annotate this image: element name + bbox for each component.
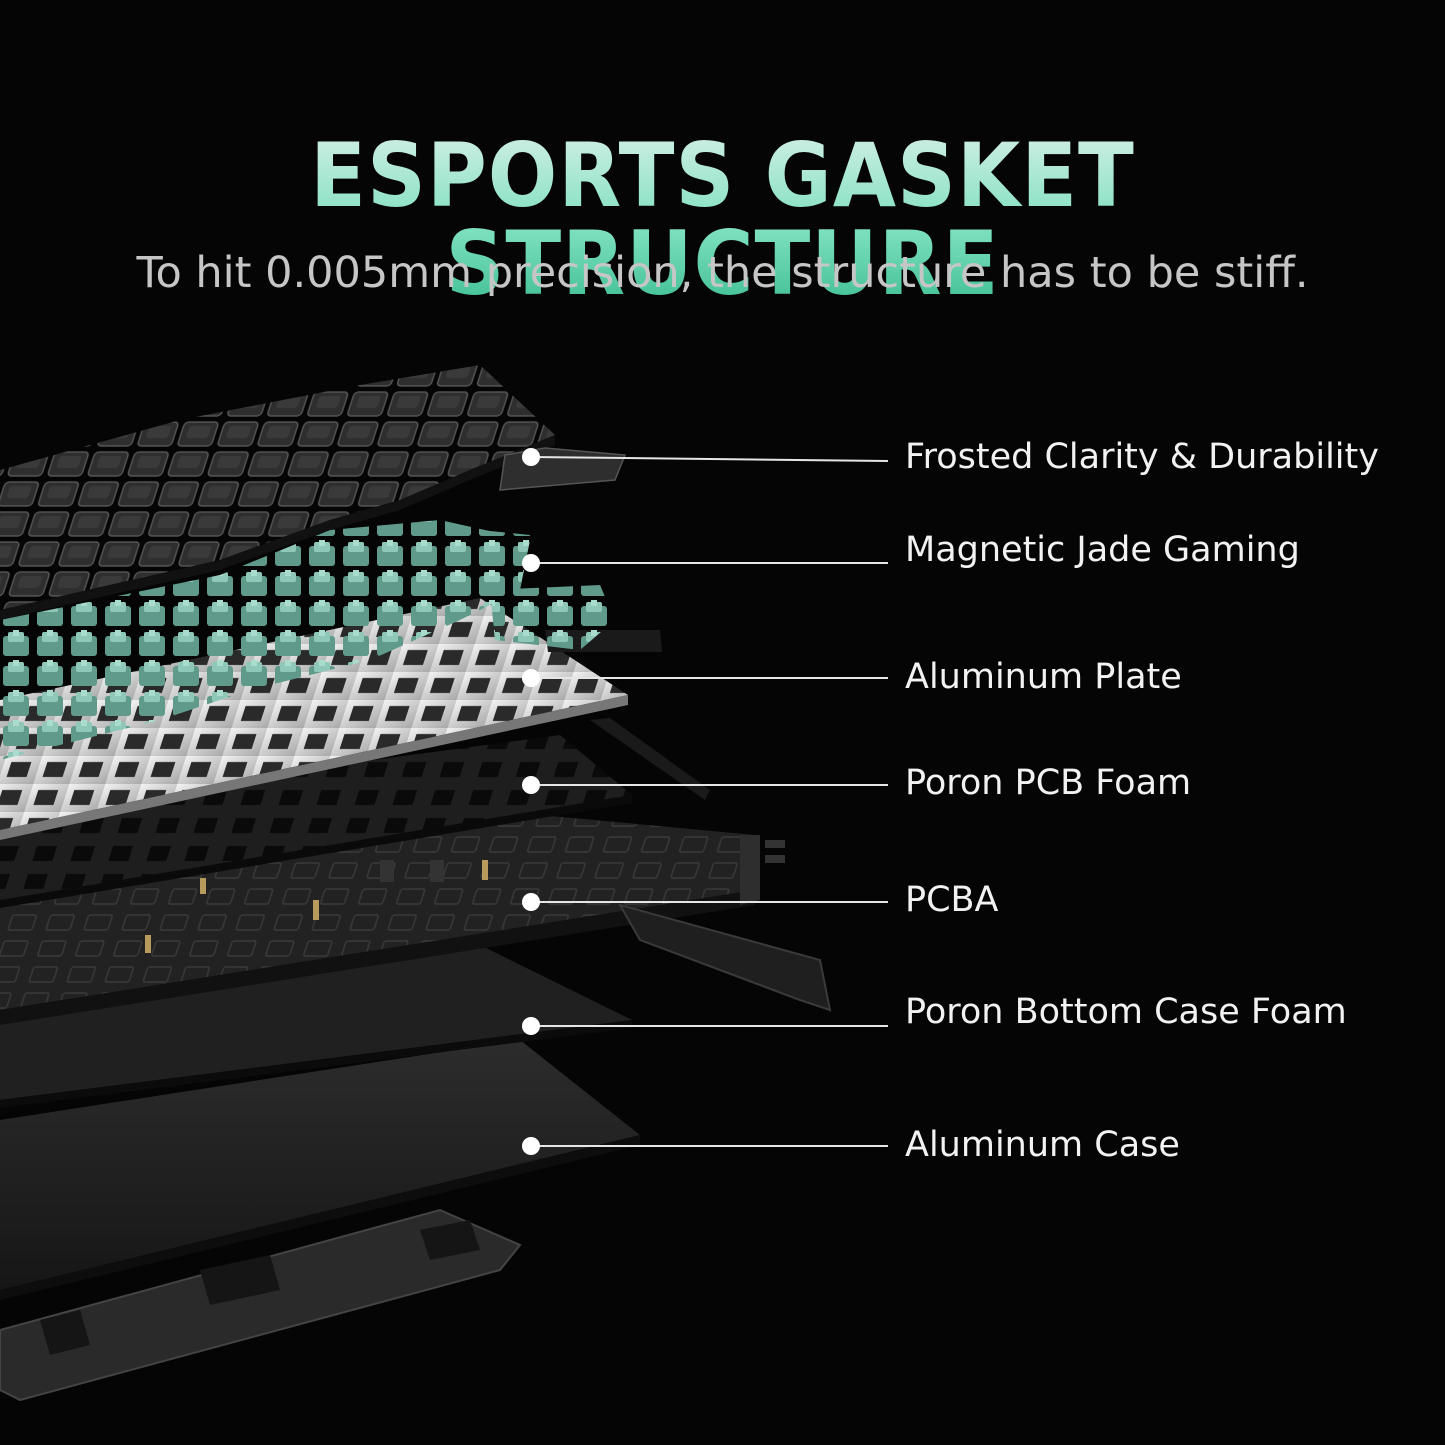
- callout-dot: [522, 554, 540, 572]
- callout-pointers: [522, 448, 889, 1155]
- layer-label-plate: Aluminum Plate: [905, 657, 1182, 697]
- callout-dot: [522, 893, 540, 911]
- callout-dot: [522, 669, 540, 687]
- layer-label-case: Aluminum Case: [905, 1125, 1180, 1165]
- page-title: ESPORTS GASKET STRUCTURE: [51, 132, 1395, 308]
- layer-label-switches: Magnetic Jade Gaming: [905, 530, 1300, 570]
- page-subtitle: To hit 0.005mm precision, the structure …: [136, 248, 1309, 298]
- layer-label-pcb-foam: Poron PCB Foam: [905, 763, 1192, 803]
- aluminum-case-layer: [0, 1040, 640, 1402]
- callout-dot: [522, 448, 540, 466]
- poron-pcb-foam-layer: [0, 718, 710, 908]
- callout-dot: [522, 1137, 540, 1155]
- pcba-layer: [0, 815, 832, 1025]
- callout-dot: [522, 776, 540, 794]
- callout-dot: [522, 1017, 540, 1035]
- poron-bottom-case-foam-layer: [0, 945, 632, 1108]
- layer-label-pcba: PCBA: [905, 880, 999, 920]
- magnetic-jade-switches-layer: [0, 520, 615, 760]
- layer-label-bottom-foam: Poron Bottom Case Foam: [905, 992, 1347, 1032]
- layer-label-keycaps: Frosted Clarity & Durability: [905, 437, 1379, 477]
